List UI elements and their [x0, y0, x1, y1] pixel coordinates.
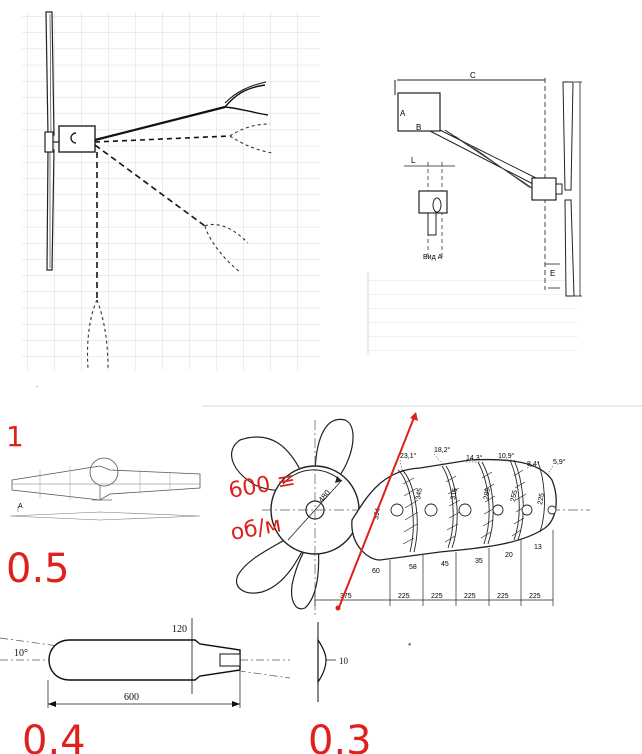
svg-text:A: A: [18, 503, 23, 510]
section-profile: [317, 638, 327, 684]
chord-label: 225: [537, 493, 546, 506]
span-label: 375: [340, 593, 352, 600]
rotor-top-outline: [9, 511, 201, 521]
small-label: 13: [534, 544, 542, 551]
angle-label: 5,9°: [553, 458, 566, 466]
small-label: 60: [372, 568, 380, 575]
speed-note-line2: об/м: [229, 512, 284, 545]
scale-label-04: 0.4: [22, 718, 86, 754]
length-600-label: 600: [124, 692, 139, 703]
angle-label: 23,1°: [400, 452, 417, 460]
tail-boom: [429, 129, 541, 193]
angle-label: 8,4°: [527, 460, 540, 468]
small-label: 58: [409, 564, 417, 571]
red-axis-line: [337, 414, 416, 611]
blade-blank-outline: [48, 639, 241, 681]
generator-symbol-icon: [70, 132, 77, 144]
span-label: 225: [464, 593, 476, 600]
span-label: 225: [529, 593, 541, 600]
tail-arm-solid: [94, 105, 226, 142]
tail-arm-dashed-3: [94, 144, 206, 227]
tail-vane-solid: [224, 84, 269, 116]
blade-upper: [45, 11, 55, 136]
dim-label-l: L: [411, 156, 416, 165]
panel-rotor-tail-positions: [22, 11, 320, 370]
angle-10-label: 10°: [14, 648, 28, 659]
chord-label: 285: [483, 488, 492, 501]
panel-number: 1: [6, 420, 24, 453]
scale-label-03: 0.3: [308, 718, 372, 754]
span-label: 225: [398, 593, 410, 600]
blade-side-lower: [564, 199, 575, 297]
span-label: 225: [497, 593, 509, 600]
thickness-10-label: 10: [339, 656, 349, 666]
angle-label: 18,2°: [434, 446, 451, 454]
grid-paper: [22, 12, 320, 370]
panel-rotor-small: 1 A 0.5: [6, 420, 201, 592]
vane-box: [397, 92, 441, 132]
rotor-side-outline: [11, 465, 201, 501]
dim-label-e: E: [550, 269, 555, 278]
chord-label: 394: [373, 508, 382, 521]
tail-arm-dashed-2: [94, 135, 231, 143]
blade-side-upper: [562, 81, 574, 191]
small-label: 20: [505, 552, 513, 559]
width-120-label: 120: [172, 624, 187, 635]
dim-label-c: C: [470, 71, 476, 80]
label-b: B: [416, 123, 421, 132]
scale-label-05: 0.5: [6, 546, 70, 592]
generator-side: [531, 177, 557, 201]
tail-vane-dashed-3: [204, 223, 249, 273]
panel-blade-twist: 480: [227, 412, 590, 615]
angle-label: 14,3°: [466, 454, 483, 462]
svg-text:.: .: [36, 382, 38, 389]
blade-planform: [351, 458, 557, 561]
rotation-arrow-icon: [282, 469, 341, 485]
chord-label: 345: [415, 488, 424, 501]
panel-blade-blank: 10° 120 600 0.4: [0, 618, 291, 754]
tail-vane-dashed-4: [86, 299, 109, 369]
chord-label: 255: [510, 490, 519, 503]
label-a: A: [400, 109, 406, 118]
blade-sections: [397, 459, 545, 553]
hub-blade-lower: [290, 537, 320, 610]
panel-side-view: C A B E L Вид А: [367, 71, 582, 354]
small-label: 45: [441, 561, 449, 568]
generator-body: [58, 125, 96, 153]
span-label: 225: [431, 593, 443, 600]
tail-vane-dashed-2: [229, 123, 273, 154]
angle-label: 10,9°: [498, 452, 515, 460]
hub: [44, 131, 54, 153]
chord-label: 315: [450, 488, 459, 501]
panel-cross-section: 10 0.3: [308, 622, 411, 754]
view-a-caption: Вид А: [423, 254, 443, 261]
small-label: 35: [475, 558, 483, 565]
